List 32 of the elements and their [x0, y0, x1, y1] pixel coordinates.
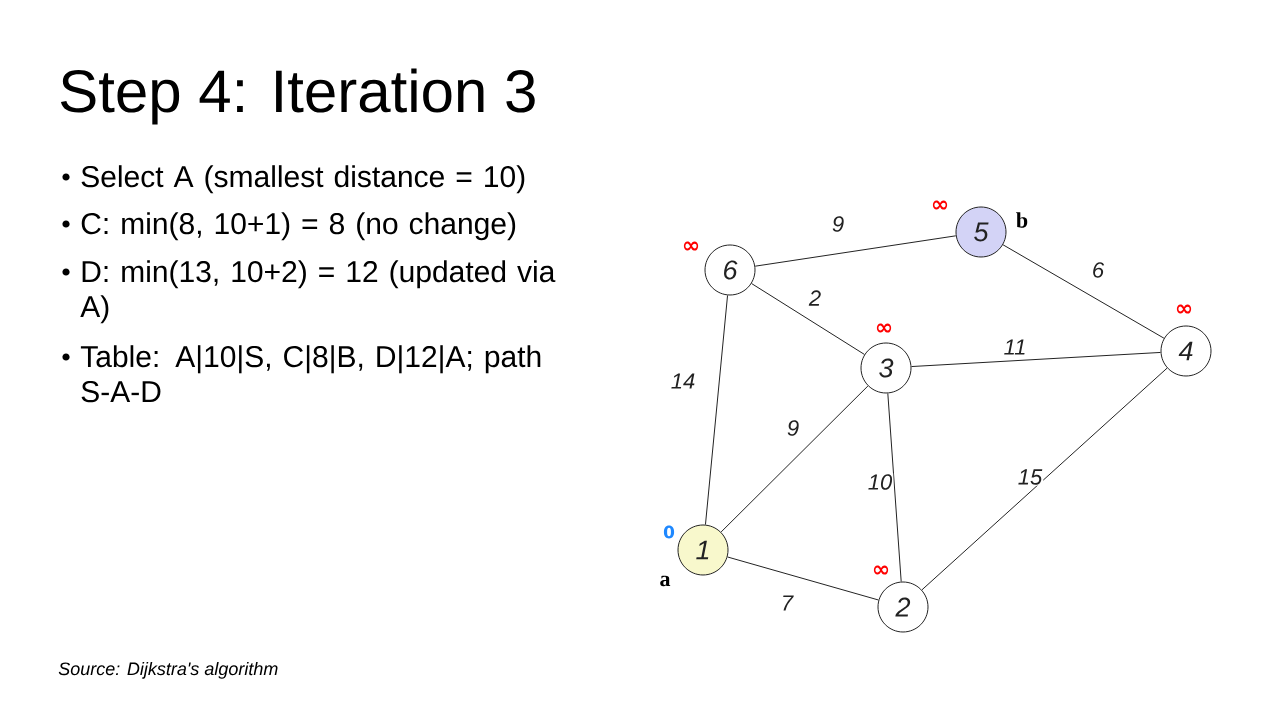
bullet-text: D: min(13, 10+2) = 12 (updated via A) — [80, 260, 556, 324]
edge-label: 15 — [1016, 468, 1044, 486]
slide-title: Step 4: Iteration 3 — [60, 68, 535, 125]
vertex-letter: b — [1016, 212, 1028, 228]
edge-label: 7 — [779, 594, 795, 612]
edge-label: 10 — [866, 473, 894, 491]
edge-line — [921, 367, 1168, 591]
bullet-text: Table: A|10|S, C|8|B, D|12|A; path S-A-D — [80, 345, 541, 403]
distance-label: ∞ — [683, 241, 699, 251]
distance-label: ∞ — [1176, 304, 1192, 314]
edge-line — [751, 283, 865, 355]
edge-line — [1002, 244, 1165, 339]
edge-label: 14 — [669, 372, 697, 390]
edge-line — [754, 235, 957, 267]
source-caption: Source: Dijkstra's algorithm — [58, 661, 278, 679]
edge-label: 6 — [1090, 261, 1106, 279]
distance-label: ∞ — [876, 323, 892, 333]
edge-label: 9 — [830, 215, 846, 233]
edge-line — [720, 385, 869, 533]
bullet-text: C: min(8, 10+1) = 8 (no change) — [81, 212, 516, 241]
edge-label: 9 — [785, 419, 801, 437]
edge-label: 11 — [1002, 338, 1028, 356]
edge-line — [887, 392, 902, 583]
distance-label: ∞ — [932, 200, 948, 210]
bullet-text: Select A (smallest distance = 10) — [81, 165, 525, 194]
edge-label: 2 — [807, 289, 823, 307]
distance-label: 0 — [663, 525, 675, 539]
edge-line — [704, 294, 729, 526]
edge-line — [910, 351, 1162, 368]
vertex-letter: a — [660, 575, 671, 587]
edge-line — [727, 556, 879, 601]
distance-label: ∞ — [873, 565, 889, 575]
